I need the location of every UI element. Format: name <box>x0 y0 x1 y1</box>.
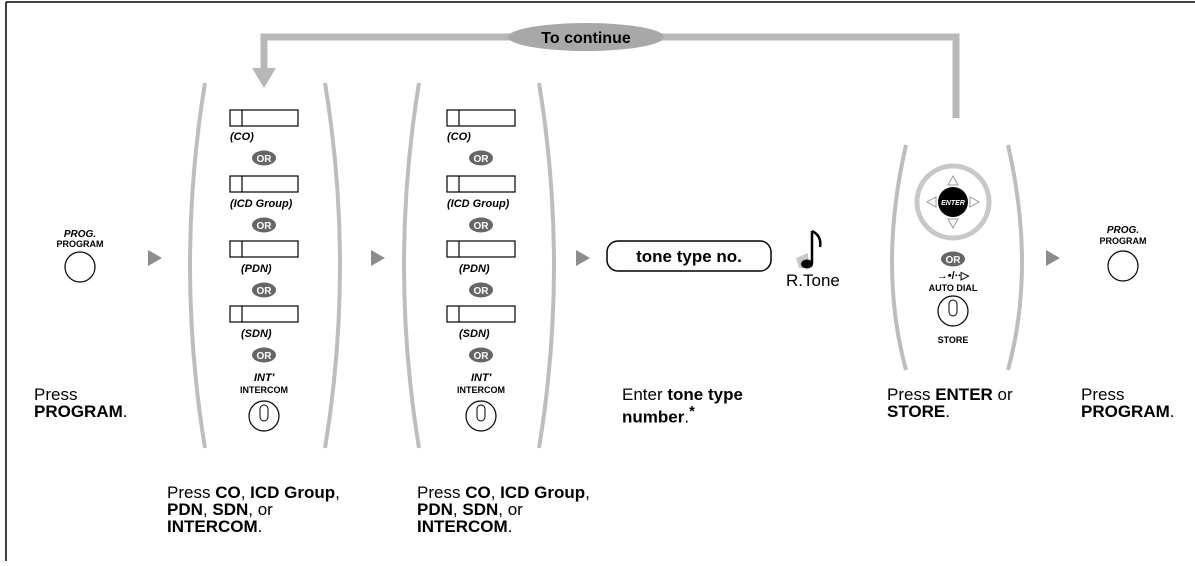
co-key-icon <box>229 109 299 127</box>
step-arrow-icon <box>1046 250 1060 266</box>
svg-text:INT': INT' <box>471 372 492 384</box>
svg-text:INTERCOM: INTERCOM <box>240 385 288 395</box>
bracket-left <box>402 82 421 449</box>
or-badge: OR <box>469 150 493 166</box>
store-label: STORE <box>938 335 969 345</box>
store-key-icon <box>937 295 969 327</box>
svg-text:OR: OR <box>474 286 490 297</box>
icd-group-key-icon <box>229 175 299 193</box>
auto-dial-arrows-icon: →•/∙∙▷ <box>937 270 970 282</box>
program-key-icon: PROG. PROGRAM <box>57 229 104 283</box>
sdn-key-label: (SDN) <box>241 328 272 340</box>
step6-caption: Press PROGRAM. <box>1081 385 1175 421</box>
pdn-key-label: (PDN) <box>459 263 490 275</box>
or-badge: OR <box>252 347 276 363</box>
auto-dial-label: AUTO DIAL <box>929 283 978 293</box>
pdn-key-label: (PDN) <box>241 263 272 275</box>
pdn-key-icon <box>446 240 516 258</box>
bracket-left <box>188 82 207 449</box>
sdn-key-label: (SDN) <box>459 328 490 340</box>
bracket-right <box>1006 144 1024 371</box>
svg-text:PROG.: PROG. <box>1107 225 1139 236</box>
or-badge: OR <box>941 251 965 267</box>
svg-text:ENTER: ENTER <box>941 200 965 207</box>
key-group-2-caption: Press CO, ICD Group, PDN, SDN, or INTERC… <box>417 483 590 536</box>
svg-text:OR: OR <box>474 221 490 232</box>
continue-loop-arrow <box>252 33 960 118</box>
co-key-label: (CO) <box>230 131 254 143</box>
or-badge: OR <box>252 217 276 233</box>
or-badge: OR <box>469 282 493 298</box>
tone-type-field: tone type no. <box>606 240 772 272</box>
svg-text:OR: OR <box>257 351 273 362</box>
svg-text:OR: OR <box>257 221 273 232</box>
step-arrow-icon <box>148 250 162 266</box>
bracket-right <box>537 82 556 449</box>
svg-text:OR: OR <box>257 154 273 165</box>
svg-text:INT': INT' <box>254 372 275 384</box>
music-note-icon <box>796 229 822 269</box>
svg-text:To continue: To continue <box>541 30 631 47</box>
step-arrow-icon <box>371 250 385 266</box>
icd-group-key-label: (ICD Group) <box>230 198 293 210</box>
icd-group-key-label: (ICD Group) <box>447 198 510 210</box>
intercom-key-icon: INT' INTERCOM <box>457 372 505 432</box>
sdn-key-icon <box>446 305 516 323</box>
svg-text:INTERCOM: INTERCOM <box>457 385 505 395</box>
bracket-left <box>890 144 908 371</box>
co-key-icon <box>446 109 516 127</box>
program-key-icon: PROG. PROGRAM <box>1100 225 1147 282</box>
svg-text:OR: OR <box>474 351 490 362</box>
svg-text:PROG.: PROG. <box>64 229 96 240</box>
step5-caption: Press ENTER or STORE. <box>887 385 1013 421</box>
co-key-label: (CO) <box>447 131 471 143</box>
or-badge: OR <box>252 282 276 298</box>
svg-text:OR: OR <box>474 154 490 165</box>
svg-text:PROGRAM: PROGRAM <box>57 239 104 249</box>
step1-caption: Press PROGRAM. <box>34 385 128 421</box>
svg-text:OR: OR <box>257 286 273 297</box>
or-badge: OR <box>469 217 493 233</box>
pdn-key-icon <box>229 240 299 258</box>
bracket-right <box>323 82 342 449</box>
sdn-key-icon <box>229 305 299 323</box>
r-tone-label: R.Tone <box>786 271 840 290</box>
intercom-key-icon: INT' INTERCOM <box>240 372 288 432</box>
step4-caption: Enter tone type number.* <box>622 385 743 427</box>
svg-text:PROGRAM: PROGRAM <box>1100 236 1147 246</box>
icd-group-key-icon <box>446 175 516 193</box>
key-group-2: (CO) OR (ICD Group) OR (PDN) OR (SDN) OR… <box>402 82 556 449</box>
or-badge: OR <box>252 150 276 166</box>
navigator-group: ENTER OR →•/∙∙▷ AUTO DIAL STORE <box>890 144 1024 371</box>
svg-text:OR: OR <box>946 255 962 266</box>
key-group-1: (CO) OR (ICD Group) OR (PDN) OR (SDN) OR… <box>188 82 342 449</box>
to-continue-label: To continue <box>508 23 664 51</box>
enter-key-icon: ENTER <box>938 187 968 217</box>
key-group-1-caption: Press CO, ICD Group, PDN, SDN, or INTERC… <box>167 483 340 536</box>
or-badge: OR <box>469 347 493 363</box>
svg-text:tone type no.: tone type no. <box>636 247 742 266</box>
step-arrow-icon <box>576 250 590 266</box>
